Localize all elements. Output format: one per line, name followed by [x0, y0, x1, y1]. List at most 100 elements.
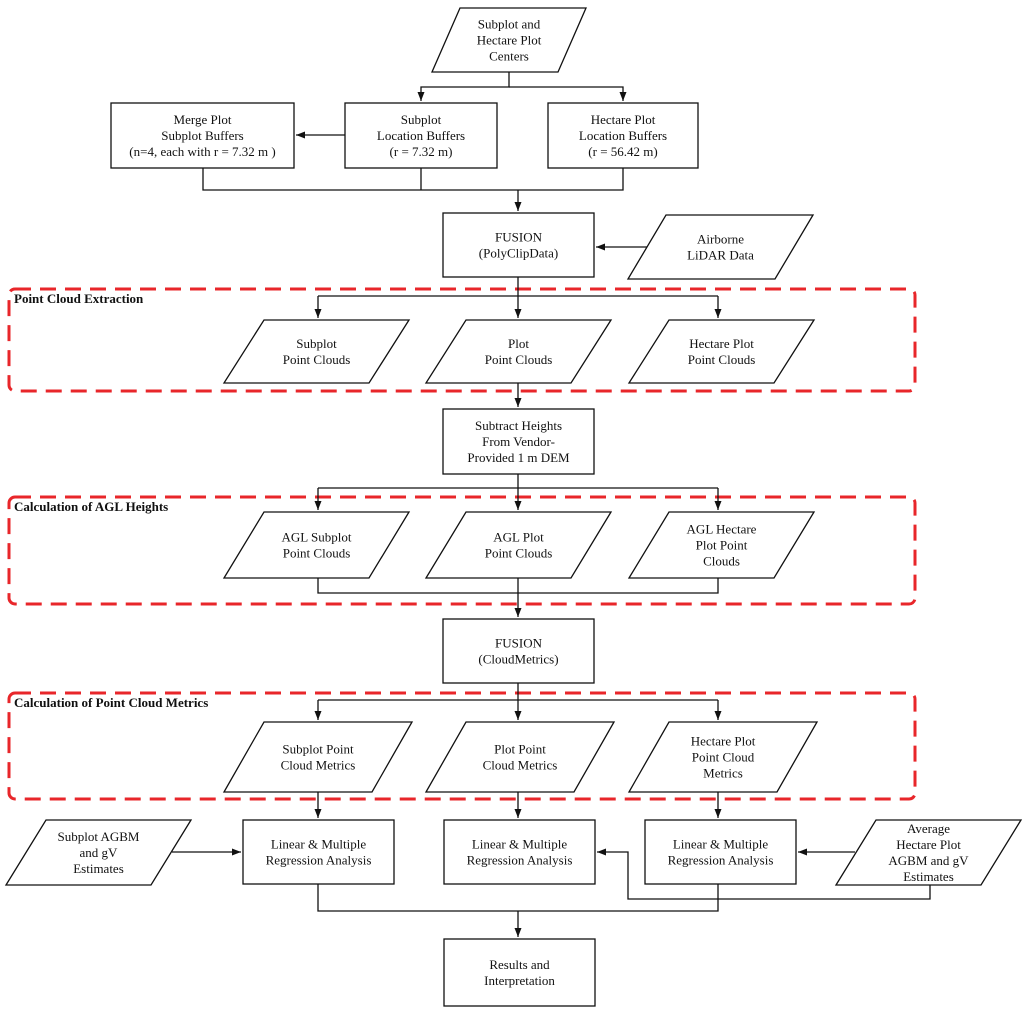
process-box — [443, 938, 596, 1007]
process-box — [110, 102, 295, 169]
node-label-line: Hectare Plot — [477, 33, 542, 48]
node-fusion1: FUSION(PolyClipData) — [442, 212, 595, 278]
process-box — [344, 102, 498, 169]
node-label-line: Plot — [508, 336, 529, 351]
node-label-line: From Vendor- — [482, 434, 555, 449]
data-parallelogram — [627, 511, 816, 579]
node-label-line: Subplot Buffers — [161, 128, 243, 143]
group-title: Calculation of AGL Heights — [14, 499, 168, 514]
flow-connector — [317, 884, 719, 912]
node-label-line: Merge Plot — [174, 112, 232, 127]
process-box — [442, 618, 595, 684]
node-label-line: Regression Analysis — [668, 853, 774, 868]
node-label-line: Subplot — [401, 112, 442, 127]
process-box — [242, 819, 395, 885]
node-label-line: Hectare Plot — [591, 112, 656, 127]
node-label-line: Provided 1 m DEM — [467, 450, 570, 465]
group-agl: Calculation of AGL Heights — [7, 495, 917, 606]
group-metrics: Calculation of Point Cloud Metrics — [7, 691, 917, 801]
node-fusion2: FUSION(CloudMetrics) — [442, 618, 595, 684]
process-box — [547, 102, 699, 169]
group-border — [7, 287, 917, 393]
node-label-line: Point Clouds — [283, 352, 351, 367]
node-label-line: Point Clouds — [283, 546, 351, 561]
flow-arrow — [417, 72, 510, 101]
group-extraction: Point Cloud Extraction — [7, 287, 917, 393]
node-label-line: Cloud Metrics — [483, 758, 558, 773]
node-label-line: and gV — [80, 845, 119, 860]
node-label-line: Point Clouds — [688, 352, 756, 367]
node-label-line: FUSION — [495, 636, 543, 651]
process-box — [644, 819, 797, 885]
flow-arrow — [509, 86, 627, 101]
node-label-line: Cloud Metrics — [281, 758, 356, 773]
node-label-line: (r = 56.42 m) — [588, 144, 657, 159]
data-parallelogram — [424, 511, 613, 579]
node-label-line: Hectare Plot — [896, 837, 961, 852]
node-label-line: Subplot Point — [282, 742, 354, 757]
group-title: Point Cloud Extraction — [14, 291, 144, 306]
group-border — [7, 495, 917, 606]
node-label-line: Interpretation — [484, 973, 555, 988]
group-title: Calculation of Point Cloud Metrics — [14, 695, 208, 710]
node-label-line: Regression Analysis — [467, 853, 573, 868]
node-label-line: Centers — [489, 49, 529, 64]
node-label-line: Hectare Plot — [691, 734, 756, 749]
process-box — [442, 212, 595, 278]
node-label-line: Plot Point — [494, 742, 546, 757]
node-label-line: Airborne — [697, 232, 744, 247]
node-label-line: Subtract Heights — [475, 418, 562, 433]
flow-connector — [202, 168, 624, 191]
data-parallelogram — [424, 319, 613, 384]
data-parallelogram — [222, 319, 411, 384]
node-label-line: (CloudMetrics) — [478, 652, 558, 667]
node-label-line: AGBM and gV — [888, 853, 969, 868]
data-parallelogram — [627, 319, 816, 384]
node-label-line: (n=4, each with r = 7.32 m ) — [129, 144, 275, 159]
node-label-line: Linear & Multiple — [673, 837, 769, 852]
node-label-line: LiDAR Data — [687, 248, 754, 263]
data-parallelogram — [626, 214, 815, 280]
data-parallelogram — [222, 721, 414, 793]
node-label-line: Subplot and — [478, 17, 541, 32]
node-label-line: AGL Plot — [493, 530, 544, 545]
node-label-line: AGL Hectare — [687, 522, 757, 537]
node-label-line: Metrics — [703, 766, 743, 781]
node-label-line: Estimates — [903, 869, 954, 884]
process-box — [443, 819, 596, 885]
node-label-line: Subplot AGBM — [58, 829, 140, 844]
node-label-line: Point Clouds — [485, 546, 553, 561]
node-label-line: Location Buffers — [579, 128, 667, 143]
data-parallelogram — [834, 819, 1023, 886]
node-label-line: Linear & Multiple — [472, 837, 568, 852]
node-label-line: Average — [907, 821, 950, 836]
node-label-line: AGL Subplot — [282, 530, 352, 545]
node-label-line: (PolyClipData) — [479, 246, 558, 261]
node-label-line: FUSION — [495, 230, 543, 245]
data-parallelogram — [627, 721, 819, 793]
flow-arrow — [597, 848, 931, 900]
node-label-line: Location Buffers — [377, 128, 465, 143]
node-label-line: Point Cloud — [692, 750, 755, 765]
data-parallelogram — [4, 819, 193, 886]
node-label-line: Plot Point — [696, 538, 748, 553]
